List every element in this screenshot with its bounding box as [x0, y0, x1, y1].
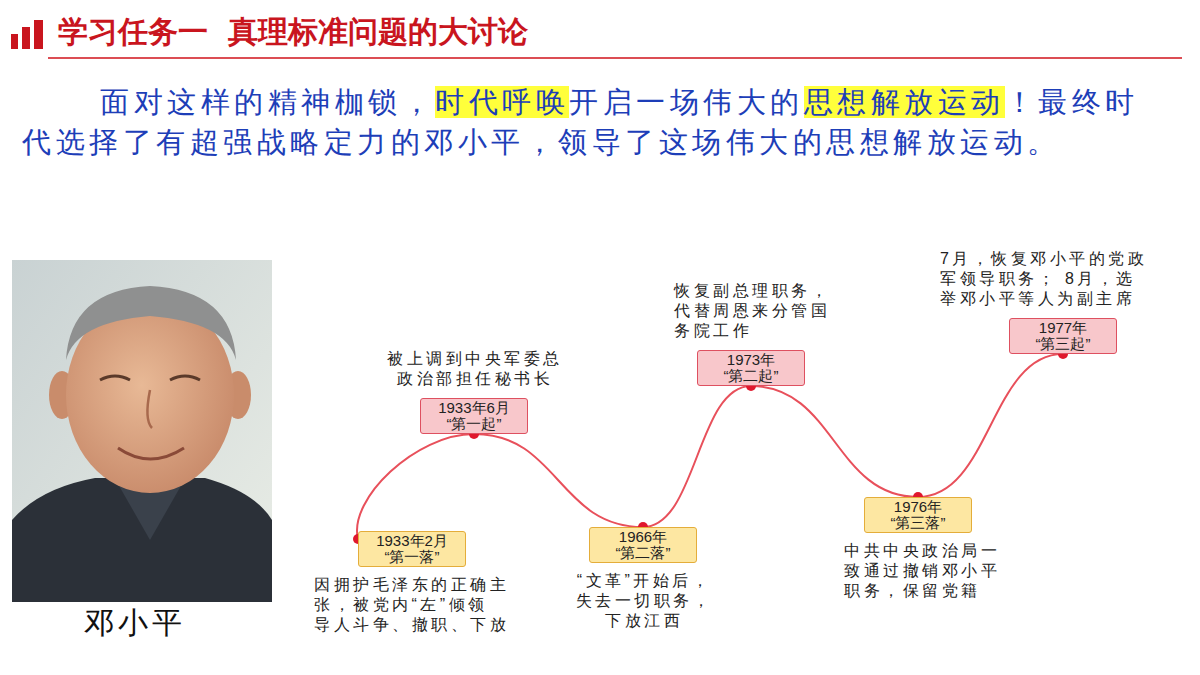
fall-stage-box: 1976年“第三落”中共中央政治局一 致通过撤销邓小平 职务，保留党籍 — [864, 497, 972, 533]
stage-description: 被上调到中央军委总 政治部担任秘书长 — [382, 349, 568, 389]
stage-name: “第三落” — [875, 515, 961, 531]
stage-date: 1973年 — [708, 352, 794, 368]
stage-name: “第一起” — [431, 416, 517, 432]
rise-stage-box: 1973年“第二起”恢复副总理职务， 代替周恩来分管国 务院工作 — [697, 350, 805, 386]
stage-description: 中共中央政治局一 致通过撤销邓小平 职务，保留党籍 — [844, 541, 1010, 601]
header-rule — [48, 57, 1182, 59]
paragraph-text: 开启一场伟大的 — [569, 86, 804, 118]
header-icon-bar — [11, 34, 18, 49]
stage-name: “第三起” — [1020, 336, 1106, 352]
photo-hair — [66, 286, 236, 360]
header-icon-bar — [22, 27, 30, 49]
header-icon-bar — [34, 20, 43, 49]
photo-mouth — [118, 448, 184, 459]
stage-name: “第二落” — [600, 545, 686, 561]
stage-date: 1977年 — [1020, 320, 1106, 336]
timeline-curve — [751, 386, 918, 497]
photo-eye — [100, 376, 130, 380]
stage-description: 恢复副总理职务， 代替周恩来分管国 务院工作 — [674, 281, 840, 341]
paragraph-text: 面对这样的精神枷锁， — [100, 86, 435, 118]
highlighted-text: 思想解放运动 — [804, 86, 1005, 118]
timeline-curve — [918, 354, 1063, 497]
highlighted-text: 时代呼唤 — [435, 86, 569, 118]
stage-name: “第一落” — [369, 549, 455, 565]
stage-date: 1976年 — [875, 499, 961, 515]
photo-eye — [170, 376, 200, 380]
stage-date: 1933年2月 — [369, 533, 455, 549]
rise-stage-box: 1933年6月“第一起”被上调到中央军委总 政治部担任秘书长 — [420, 398, 528, 434]
photo-caption: 邓小平 — [84, 604, 186, 642]
timeline-curve — [643, 386, 751, 527]
photo-ground — [12, 260, 272, 602]
stage-description: 因拥护毛泽东的正确主 张，被党内“左”倾领 导人斗争、撤职、下放 — [314, 575, 519, 635]
stage-date: 1933年6月 — [431, 400, 517, 416]
stage-date: 1966年 — [600, 529, 686, 545]
rise-stage-box: 1977年“第三起”7月，恢复邓小平的党政 军领导职务； 8月，选 举邓小平等人… — [1009, 318, 1117, 354]
stage-name: “第二起” — [708, 368, 794, 384]
photo-nose — [147, 390, 152, 428]
stage-description: “文革”开始后， 失去一切职务， 下放江西 — [569, 571, 719, 631]
timeline-curve — [474, 434, 643, 527]
timeline-curve — [357, 434, 474, 539]
fall-stage-box: 1933年2月“第一落”因拥护毛泽东的正确主 张，被党内“左”倾领 导人斗争、撤… — [358, 531, 466, 567]
intro-paragraph: 面对这样的精神枷锁，时代呼唤开启一场伟大的思想解放运动！最终时代选择了有超强战略… — [22, 82, 1162, 162]
slide-title: 学习任务一 真理标准问题的大讨论 — [58, 13, 528, 51]
fall-stage-box: 1966年“第二落”“文革”开始后， 失去一切职务， 下放江西 — [589, 527, 697, 563]
stage-description: 7月，恢复邓小平的党政 军领导职务； 8月，选 举邓小平等人为副主席 — [940, 249, 1156, 309]
